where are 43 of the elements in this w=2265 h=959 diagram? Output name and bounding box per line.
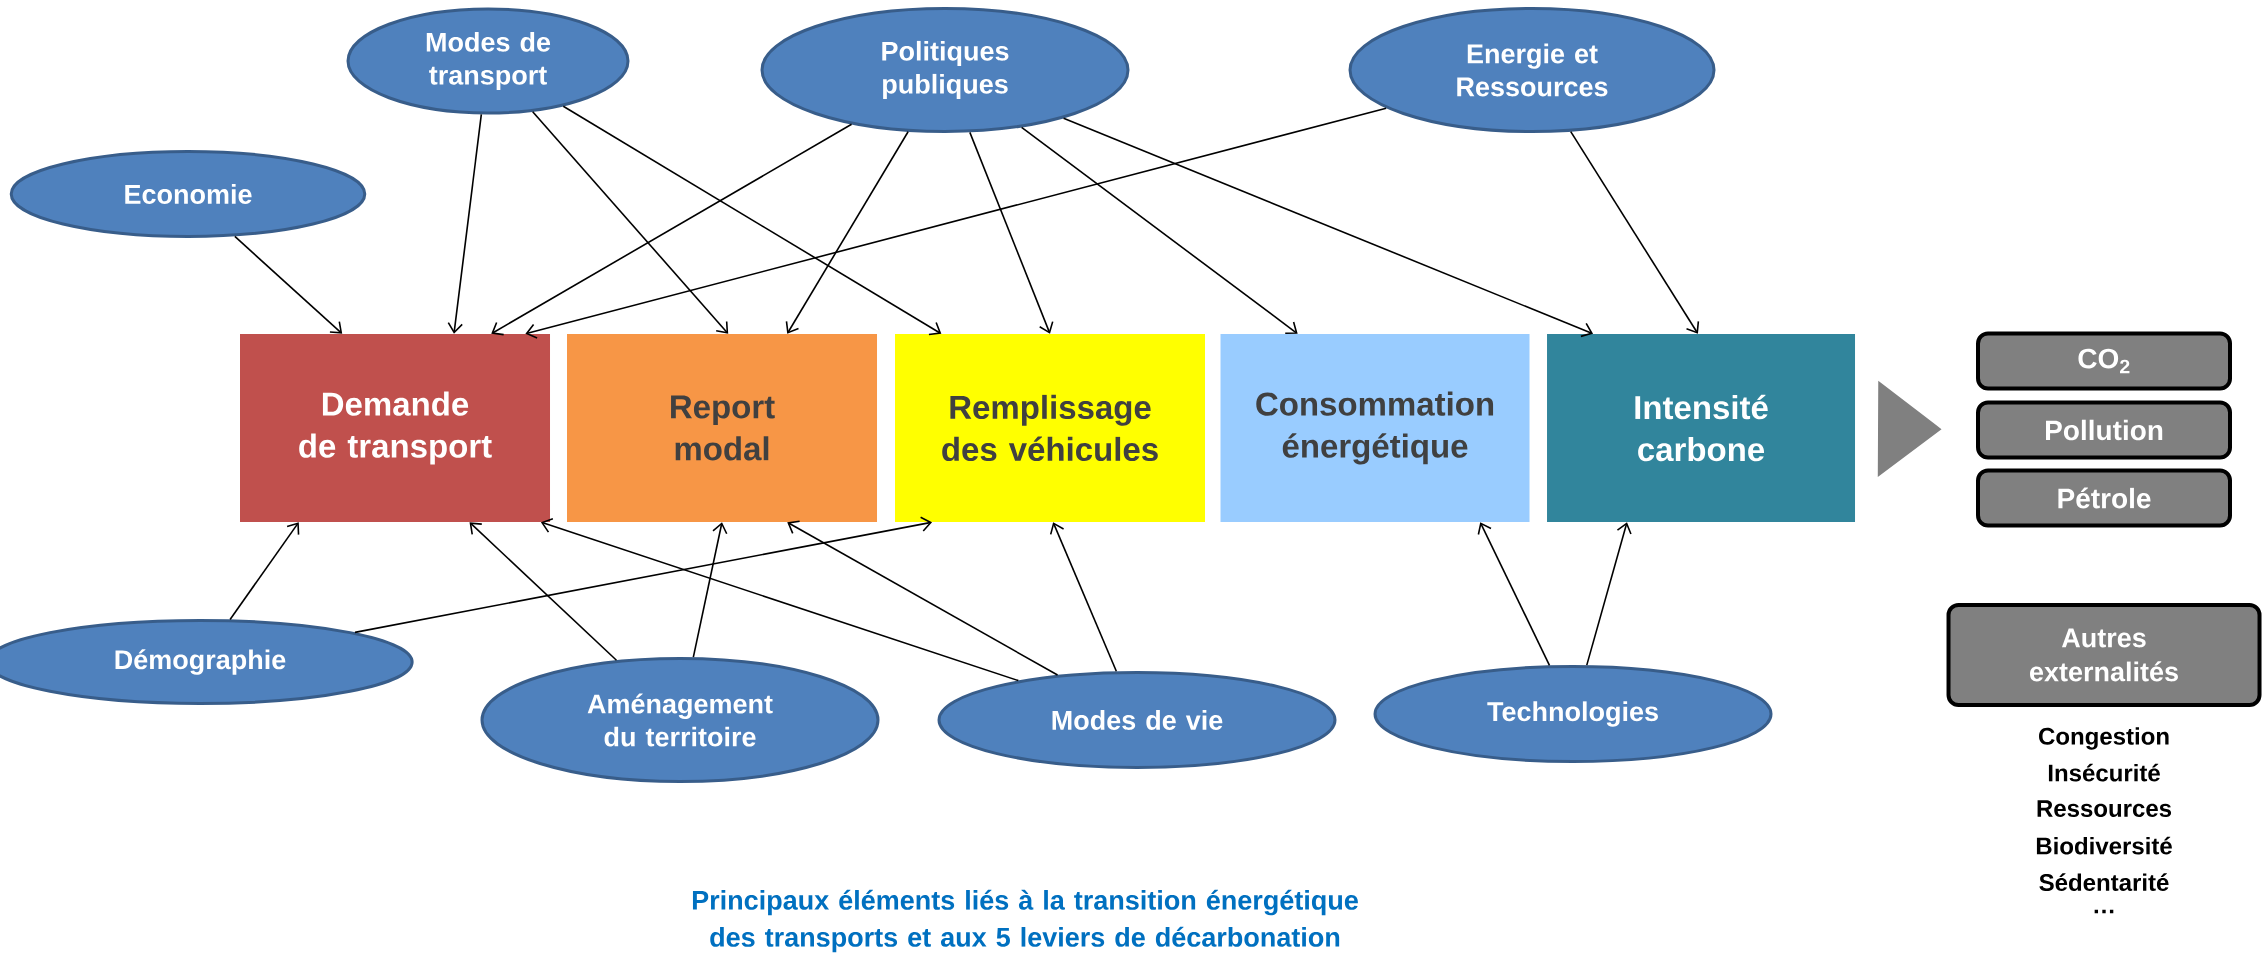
list-item: Insécurité bbox=[2048, 763, 2160, 782]
arrow bbox=[1585, 522, 1632, 666]
arrow bbox=[785, 130, 909, 334]
oval-node: Technologies bbox=[1373, 665, 1773, 763]
arrow bbox=[531, 110, 729, 334]
list-item: … bbox=[2094, 909, 2114, 914]
arrow bbox=[1049, 522, 1118, 673]
oval-node: Economie bbox=[9, 150, 367, 238]
lever-box: Remplissage des véhicules bbox=[895, 334, 1205, 522]
oval-node: Modes de vie bbox=[937, 671, 1337, 769]
list-item: Congestion bbox=[2039, 727, 2169, 750]
arrow bbox=[562, 105, 942, 336]
lever-box: Report modal bbox=[567, 334, 877, 522]
arrow bbox=[1569, 130, 1700, 334]
arrow bbox=[229, 522, 300, 621]
arrow bbox=[525, 107, 1387, 339]
arrow bbox=[787, 520, 1059, 676]
outcome-box: Autres externalités bbox=[1946, 603, 2262, 707]
arrow bbox=[969, 131, 1054, 334]
arrow bbox=[692, 522, 728, 658]
oval-node: Politiques publiques bbox=[760, 7, 1130, 133]
oval-node: Energie et Ressources bbox=[1348, 7, 1716, 133]
lever-box: Demande de transport bbox=[240, 334, 550, 522]
arrow bbox=[491, 123, 853, 336]
outcome-box: Pétrole bbox=[1976, 468, 2233, 528]
oval-node: Modes de transport bbox=[346, 7, 630, 115]
list-item: Biodiversité bbox=[2036, 836, 2172, 855]
arrow bbox=[1020, 126, 1298, 335]
lever-box: Intensité carbone bbox=[1547, 334, 1855, 522]
arrow bbox=[1062, 117, 1594, 338]
arrow bbox=[540, 518, 1020, 682]
lever-box: Consommation énergétique bbox=[1220, 334, 1530, 522]
arrow bbox=[1477, 522, 1551, 667]
arrow bbox=[447, 113, 483, 334]
arrow bbox=[354, 516, 933, 634]
oval-node: Aménagement du territoire bbox=[480, 657, 880, 783]
caption: Principaux éléments liés à la transition énergétique des transports et aux 5 leviers de décarbonation bbox=[692, 889, 1358, 953]
outcome-box: Pollution bbox=[1976, 400, 2233, 460]
arrow bbox=[469, 522, 618, 662]
list-item: Ressources bbox=[2037, 800, 2172, 817]
outcome-box: CO$_{2}$ bbox=[1976, 331, 2233, 391]
arrow bbox=[234, 235, 343, 334]
list-item: Sédentarité bbox=[2039, 873, 2169, 892]
